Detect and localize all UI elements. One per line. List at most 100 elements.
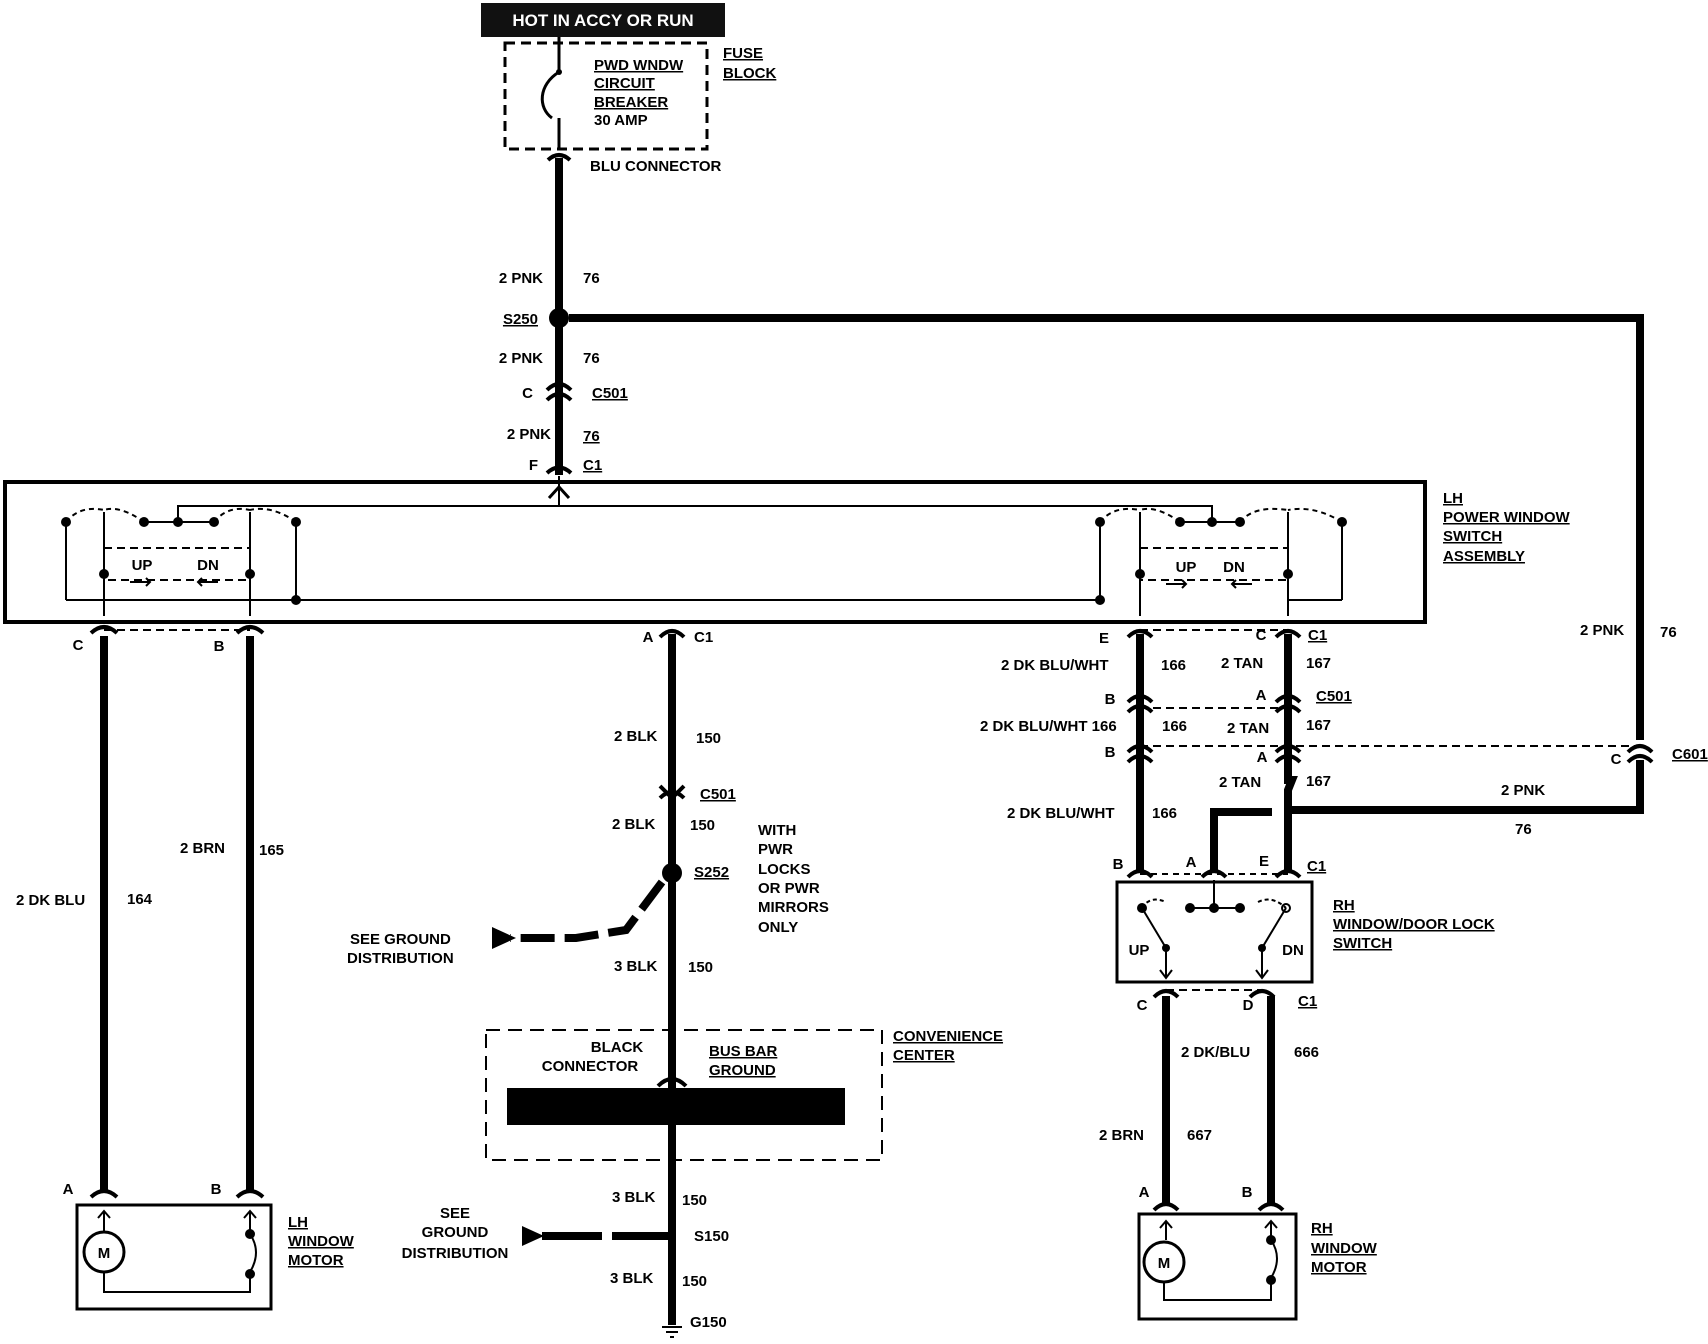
- lh-right-dn-label: DN: [1223, 559, 1245, 576]
- rh-motor-pin-a: A: [1139, 1184, 1150, 1201]
- ground-symbol-icon: [662, 1326, 682, 1338]
- rh-wire-blu2-size: 2 DK BLU/WHT 166: [980, 718, 1117, 735]
- lh-right-up-label: UP: [1176, 559, 1197, 576]
- gnd-wire2-circuit: 150: [690, 817, 715, 834]
- lh-motor-pin-a: A: [63, 1181, 74, 1198]
- c1-connector-icon: [545, 465, 573, 475]
- rh-sw-c1: C1: [1307, 858, 1326, 875]
- gnd-c501-icon: [658, 784, 686, 801]
- rh-pnk-circuit: 76: [1660, 624, 1677, 641]
- rh-sw-title3: SWITCH: [1333, 935, 1392, 952]
- rh-pin-e: E: [1099, 630, 1109, 647]
- rh-out-pin-c: C: [1137, 997, 1148, 1014]
- rh-out-c1: C1: [1298, 993, 1317, 1010]
- lh-motor-title3: MOTOR: [288, 1252, 344, 1269]
- rh-pnk-size: 2 PNK: [1580, 622, 1624, 639]
- rh-pnk2-size: 2 PNK: [1501, 782, 1545, 799]
- rh-c601-pin-a: A: [1257, 749, 1268, 766]
- gnd-wire4-size: 3 BLK: [612, 1189, 656, 1206]
- breaker-line1: PWD WNDW: [594, 57, 684, 74]
- lh-switch-left: UP DN: [61, 507, 1100, 616]
- rh-window-motor: M: [1137, 1212, 1298, 1321]
- rh-motor-symbol: M: [1158, 1255, 1171, 1272]
- lh-switch-title2: POWER WINDOW: [1443, 509, 1570, 526]
- rh-c501-label: C501: [1316, 688, 1352, 705]
- rh-sw-dn-label: DN: [1282, 942, 1304, 959]
- gnd-wire5-circuit: 150: [682, 1273, 707, 1290]
- rh-pnk2-circuit: 76: [1515, 821, 1532, 838]
- c501-connector-icon: [545, 382, 573, 402]
- breaker-line2: CIRCUIT: [594, 75, 655, 92]
- wire-tan-167: [1284, 634, 1298, 870]
- rh-wire-tan2-size: 2 TAN: [1227, 720, 1269, 737]
- rh-wire-blu2-circuit: 166: [1162, 718, 1187, 735]
- gnd-note6: ONLY: [758, 919, 798, 936]
- rh-c601-label: C601: [1672, 746, 1708, 763]
- splice-s150-label: S150: [694, 1228, 729, 1245]
- lh-pin-b: B: [214, 638, 225, 655]
- rh-sw-pin-e: E: [1259, 853, 1269, 870]
- rh-c501-pin-b: B: [1105, 691, 1116, 708]
- wire-pnk-branch: [569, 314, 1644, 740]
- gnd-c1-pin-a: A: [643, 629, 654, 646]
- rh-out-pin-d: D: [1243, 997, 1254, 1014]
- gnd-note5: MIRRORS: [758, 899, 829, 916]
- lh-window-motor: M: [75, 1203, 273, 1311]
- gnd-note4: OR PWR: [758, 880, 820, 897]
- gnd-c1-label: C1: [694, 629, 713, 646]
- lh-switch-right: UP DN: [1095, 507, 1347, 616]
- feed-wire3-size: 2 PNK: [507, 426, 551, 443]
- see-ground2-line2: GROUND: [422, 1224, 489, 1241]
- rh-out1-size: 2 DK/BLU: [1181, 1044, 1250, 1061]
- black-connector-icon: [656, 1077, 688, 1088]
- c501-pin-c: C: [522, 385, 533, 402]
- c1-pin-f: F: [529, 457, 538, 474]
- rh-wire-tan-circuit: 167: [1306, 655, 1331, 672]
- lh-wire-right-size: 2 BRN: [180, 840, 225, 857]
- fuse-block-title2: BLOCK: [723, 65, 776, 82]
- c601-connector-icon: [1626, 744, 1654, 764]
- gnd-c501-label: C501: [700, 786, 736, 803]
- rh-sw-up-label: UP: [1129, 942, 1150, 959]
- convenience-center-box: [485, 1029, 883, 1161]
- c1-entry-icon: [547, 484, 571, 500]
- rh-motor-title3: MOTOR: [1311, 1259, 1367, 1276]
- circuit-breaker-icon: [540, 70, 560, 120]
- feed-wire2-size: 2 PNK: [499, 350, 543, 367]
- gnd-note3: LOCKS: [758, 861, 811, 878]
- rh-sw-pin-a: A: [1186, 854, 1197, 871]
- lh-switch-title1: LH: [1443, 490, 1463, 507]
- see-ground2-line3: DISTRIBUTION: [402, 1245, 509, 1262]
- see-ground1-line2: DISTRIBUTION: [347, 950, 454, 967]
- lh-switch-assembly-box: [3, 480, 1427, 624]
- conv-center-title1: CONVENIENCE: [893, 1028, 1003, 1045]
- splice-s250-label: S250: [503, 311, 538, 328]
- feed-wire1-circuit: 76: [583, 270, 600, 287]
- power-source-label: HOT IN ACCY OR RUN: [512, 11, 693, 30]
- rh-pin-c: C: [1256, 627, 1267, 644]
- gnd-wire1-size: 2 BLK: [614, 728, 658, 745]
- gnd-wire3-size: 3 BLK: [614, 958, 658, 975]
- rh-wire-blu-circuit: 166: [1161, 657, 1186, 674]
- fuse-block-outline: [503, 41, 709, 151]
- gnd-wire1-circuit: 150: [696, 730, 721, 747]
- gnd-note2: PWR: [758, 841, 793, 858]
- lh-up-label: UP: [132, 557, 153, 574]
- power-source-box: [481, 3, 725, 37]
- lh-pin-c: C: [73, 637, 84, 654]
- c501-label: C501: [592, 385, 628, 402]
- lh-wire-left-size: 2 DK BLU: [16, 892, 85, 909]
- wire-pnk-to-switch-a: [1210, 808, 1272, 870]
- rh-c601-pin-c: C: [1611, 751, 1622, 768]
- fuse-block-title1: FUSE: [723, 45, 763, 62]
- rh-wire-tan-size: 2 TAN: [1221, 655, 1263, 672]
- rh-out2-size: 2 BRN: [1099, 1127, 1144, 1144]
- rh-c601-pin-b: B: [1105, 744, 1116, 761]
- rh-wire-blu-size: 2 DK BLU/WHT: [1001, 657, 1109, 674]
- gnd-wire3-circuit: 150: [688, 959, 713, 976]
- rh-wire-tan3-circuit: 167: [1306, 773, 1331, 790]
- splice-s252: [662, 863, 682, 883]
- rh-sw-title1: RH: [1333, 897, 1355, 914]
- gnd-note1: WITH: [758, 822, 796, 839]
- blu-connector-icon: [546, 153, 572, 162]
